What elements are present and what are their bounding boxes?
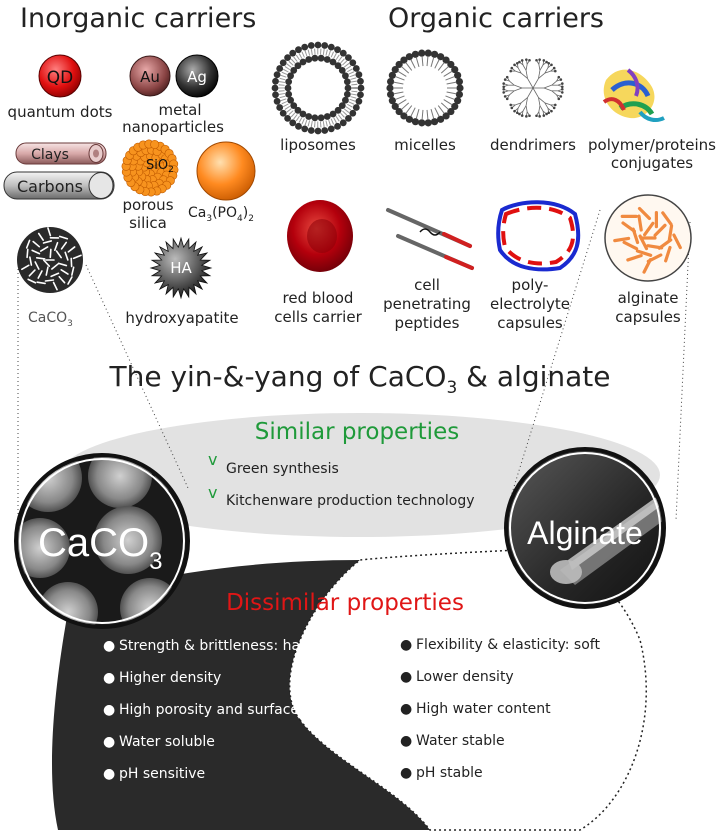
bullet-icon: ● [400, 765, 412, 781]
clay-tube-icon: Clays [15, 142, 107, 165]
sio2-label: SiO2 [146, 158, 174, 175]
yin-dark-half [51, 560, 430, 830]
dendrimers-label: dendrimers [490, 136, 576, 154]
conjugates-label-2: conjugates [611, 154, 693, 172]
conjugates-label-1: polymer/proteins [588, 136, 716, 154]
check-icon: v [208, 450, 217, 469]
gold-nanoparticle-icon: Au [129, 55, 171, 97]
metal-label-2: nanoparticles [122, 118, 224, 136]
hydroxyapatite-icon [149, 236, 213, 300]
caco3-property: High porosity and surface area [119, 702, 335, 718]
porous-silica-icon [121, 139, 179, 197]
liposomes-label: liposomes [280, 136, 356, 154]
red-blood-cell-icon [287, 200, 353, 272]
check-icon: v [208, 483, 217, 502]
similar-item: Kitchenware production technology [226, 493, 475, 509]
pec-label-3: capsules [497, 314, 563, 332]
cell-penetrating-peptide-icon [386, 208, 474, 270]
micelles-label: micelles [394, 136, 456, 154]
hydroxyapatite-label: hydroxyapatite [125, 309, 238, 327]
alginate-property: Water stable [416, 733, 505, 749]
calcium-phosphate-icon [196, 141, 256, 201]
bullet-icon: ● [103, 766, 115, 782]
pec-label-1: poly- [512, 276, 549, 294]
polyelectrolyte-capsule-icon [496, 200, 581, 272]
dendrimer-icon [502, 58, 564, 118]
alginate-property: Lower density [416, 669, 514, 685]
caco3-property: Higher density [119, 670, 221, 686]
ha-abbr: HA [170, 259, 192, 277]
caco3-sem-circle: CaCO3 [14, 453, 190, 629]
organic-header: Organic carriers [388, 3, 604, 34]
caco3-small-label: CaCO3 [28, 310, 73, 329]
au-abbr: Au [140, 68, 160, 86]
bullet-icon: ● [103, 670, 115, 686]
liposome-icon [271, 41, 365, 135]
carbon-tube-icon: Carbons [3, 171, 115, 200]
alginate-circle: Alginate [504, 447, 666, 609]
cpp-label-3: peptides [395, 314, 460, 332]
caco3-properties-list: ● Strength & brittleness: hard ● Higher … [103, 638, 335, 782]
main-title: The yin-&-yang of CaCO3 & alginate [108, 360, 610, 398]
quantum-dot-icon: QD [38, 54, 82, 98]
alginate-property: pH stable [416, 765, 483, 781]
calcium-phosphate-label: Ca3(PO4)2 [188, 205, 254, 224]
bullet-icon: ● [400, 733, 412, 749]
bullet-icon: ● [103, 734, 115, 750]
alginate-property: High water content [416, 701, 551, 717]
rbc-label-1: red blood [283, 289, 354, 307]
alginate-property: Flexibility & elasticity: soft [416, 637, 600, 653]
protein-conjugate-icon [602, 68, 665, 122]
porous-label-1: porous [122, 196, 173, 214]
qd-abbr: QD [47, 68, 73, 88]
quantum-dots-label: quantum dots [8, 103, 113, 121]
alginate-properties-list: ● Flexibility & elasticity: soft ● Lower… [400, 637, 600, 781]
alginate-capsule-label-1: alginate [618, 289, 679, 307]
micelle-icon [386, 49, 464, 127]
bullet-icon: ● [103, 702, 115, 718]
porous-label-2: silica [129, 214, 167, 232]
similar-item: Green synthesis [226, 461, 339, 477]
cpp-label-1: cell [414, 276, 440, 294]
caco3-property: pH sensitive [119, 766, 205, 782]
bullet-icon: ● [400, 637, 412, 653]
carbons-label: Carbons [17, 177, 83, 196]
silver-nanoparticle-icon: Ag [175, 54, 219, 98]
alginate-capsule-label-2: capsules [615, 308, 681, 326]
alginate-capsule-icon [604, 194, 692, 282]
bullet-icon: ● [400, 669, 412, 685]
clays-label: Clays [31, 147, 69, 163]
bullet-icon: ● [103, 638, 115, 654]
dissimilar-heading: Dissimilar properties [226, 590, 464, 616]
pec-label-2: electrolyte [490, 295, 570, 313]
alginate-circle-label: Alginate [527, 515, 643, 551]
inorganic-header: Inorganic carriers [20, 3, 256, 34]
rbc-label-2: cells carrier [274, 308, 362, 326]
caco3-property: Water soluble [119, 734, 215, 750]
caco3-circle-label: CaCO3 [38, 521, 163, 575]
metal-label-1: metal [158, 101, 201, 119]
ag-abbr: Ag [187, 68, 207, 86]
connector-lines [17, 209, 691, 530]
caco3-particle-icon [17, 227, 83, 293]
caco3-property: Strength & brittleness: hard [119, 638, 314, 654]
similar-heading: Similar properties [255, 419, 459, 445]
cpp-label-2: penetrating [383, 295, 471, 313]
bullet-icon: ● [400, 701, 412, 717]
